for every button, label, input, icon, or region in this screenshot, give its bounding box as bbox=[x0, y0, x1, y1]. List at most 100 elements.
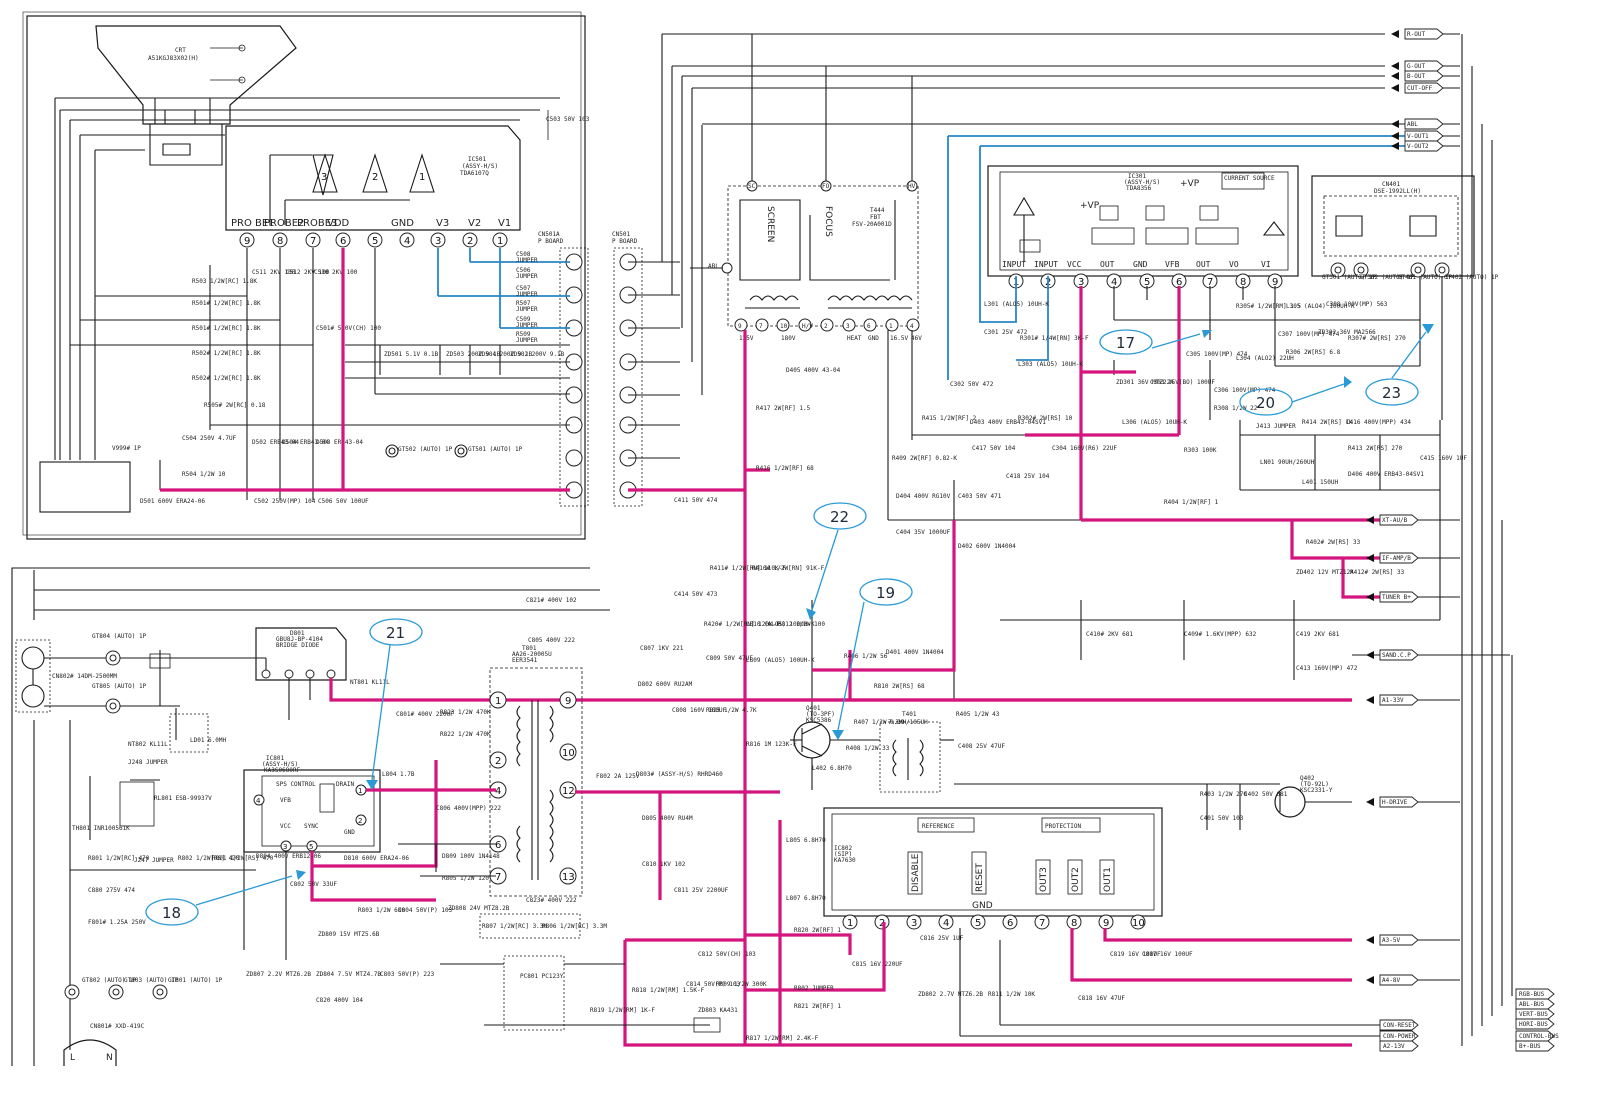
t444-sub: FBT bbox=[870, 214, 881, 221]
svg-text:C812 50V(CH) 103: C812 50V(CH) 103 bbox=[698, 951, 756, 958]
svg-text:N: N bbox=[106, 1053, 113, 1063]
svg-text:GT402 (AUTO) 1P: GT402 (AUTO) 1P bbox=[1444, 274, 1499, 281]
svg-text:R413 2W[RS] 270: R413 2W[RS] 270 bbox=[1348, 445, 1403, 452]
crt-board-wires bbox=[39, 110, 570, 513]
svg-text:ZD301 36V MTZ22A: ZD301 36V MTZ22A bbox=[1116, 379, 1174, 386]
ic802-pin-8 bbox=[1066, 914, 1082, 930]
svg-text:R809 1/2W 300K: R809 1/2W 300K bbox=[716, 981, 767, 988]
svg-text:R501# 1/2W[RC] 1.8K: R501# 1/2W[RC] 1.8K bbox=[192, 325, 261, 332]
b-plus-rail bbox=[743, 330, 770, 1045]
svg-text:5: 5 bbox=[309, 843, 313, 851]
svg-text:R504 1/2W 10: R504 1/2W 10 bbox=[182, 471, 226, 478]
svg-text:C502 250V(MP) 104: C502 250V(MP) 104 bbox=[254, 498, 316, 505]
t801-pin-num-2: 2 bbox=[495, 756, 501, 767]
svg-text:R302# 2W[RS] 10: R302# 2W[RS] 10 bbox=[1018, 415, 1073, 422]
svg-text:+VP: +VP bbox=[1180, 179, 1200, 189]
svg-text:D804 400V ERB12-06: D804 400V ERB12-06 bbox=[256, 853, 321, 860]
svg-text:R403 1/2W 270: R403 1/2W 270 bbox=[1200, 791, 1247, 798]
svg-text:C823# 400V 222: C823# 400V 222 bbox=[526, 897, 577, 904]
svg-text:R408 1/2W 33: R408 1/2W 33 bbox=[846, 745, 890, 752]
svg-text:C802 50V 33UF: C802 50V 33UF bbox=[290, 881, 337, 888]
svg-text:DISABLE: DISABLE bbox=[911, 853, 921, 892]
callout-18: 18 bbox=[145, 870, 306, 926]
svg-text:L807 6.8H70: L807 6.8H70 bbox=[786, 895, 826, 902]
callout-17: 17 bbox=[1099, 329, 1212, 355]
bus-label-0: RGB-BUS bbox=[1519, 991, 1545, 998]
t801-pin-num-13: 13 bbox=[562, 872, 575, 883]
svg-text:J413 JUMPER: J413 JUMPER bbox=[1256, 423, 1296, 430]
bottom-port bbox=[1379, 1040, 1419, 1052]
ic501-pin-4 bbox=[399, 232, 415, 248]
ic301-pin-num-8: 8 bbox=[1240, 277, 1246, 288]
ic301-pin-num-9: 9 bbox=[1272, 277, 1278, 288]
svg-text:JUMPER: JUMPER bbox=[516, 257, 538, 264]
svg-text:R803 1/2W 680: R803 1/2W 680 bbox=[358, 907, 405, 914]
svg-text:IC301: IC301 bbox=[1128, 173, 1146, 180]
svg-text:C418 25V 104: C418 25V 104 bbox=[1006, 473, 1050, 480]
svg-text:D802 600V RU2AM: D802 600V RU2AM bbox=[638, 681, 693, 688]
ic501-pin-name-9: PRO BE1 bbox=[231, 218, 275, 229]
svg-text:SYNC: SYNC bbox=[304, 823, 319, 830]
svg-text:C307 100V(MP) 474: C307 100V(MP) 474 bbox=[1278, 331, 1340, 338]
svg-text:D805 400V RU4M: D805 400V RU4M bbox=[642, 815, 693, 822]
svg-text:GND: GND bbox=[344, 829, 355, 836]
svg-text:VFB: VFB bbox=[280, 797, 291, 804]
lower-component-labels: C821# 400V 102 C805 400V 222 C807 1KV 22… bbox=[72, 597, 1193, 1042]
svg-text:22: 22 bbox=[830, 508, 849, 526]
ic501-block: 3 2 1 IC501 (ASSY-H/S) TDA6107Q bbox=[225, 125, 521, 231]
svg-text:L304 (ALO2) 22UH: L304 (ALO2) 22UH bbox=[1236, 355, 1294, 362]
bottom-signal-2: A2-13V bbox=[1383, 1043, 1405, 1050]
bottom-signal-1: CON-POWER bbox=[1383, 1033, 1416, 1040]
svg-text:R806 1/2W[RC] 3.3M: R806 1/2W[RC] 3.3M bbox=[542, 923, 607, 930]
bus-label-3: HORI-BUS bbox=[1519, 1021, 1548, 1028]
svg-text:R822 1/2W 470K: R822 1/2W 470K bbox=[440, 731, 491, 738]
t444-pin-num-4: 2 bbox=[824, 323, 828, 330]
t444-pin-volt-8: 46V bbox=[911, 335, 922, 342]
svg-text:D401 400V 1N4004: D401 400V 1N4004 bbox=[886, 649, 944, 656]
ic501-pin-name-7: PROBE3 bbox=[297, 218, 337, 229]
ic301-pin-name-4: OUT bbox=[1100, 260, 1115, 269]
signal-port bbox=[1379, 649, 1419, 661]
signal-label-11: A1-33V bbox=[1382, 697, 1404, 704]
svg-text:R812 1/2W 100: R812 1/2W 100 bbox=[778, 621, 825, 628]
svg-text:R502# 1/2W[RC] 1.8K: R502# 1/2W[RC] 1.8K bbox=[192, 375, 261, 382]
svg-text:R303 100K: R303 100K bbox=[1184, 447, 1217, 454]
ic802-pin-6 bbox=[1002, 914, 1018, 930]
t801-pin-2 bbox=[489, 751, 507, 769]
ic802-pin-num-5: 5 bbox=[975, 918, 981, 929]
ic802-pin-5 bbox=[970, 914, 986, 930]
svg-text:L301 (ALO5) 10UH-K: L301 (ALO5) 10UH-K bbox=[984, 301, 1049, 308]
t801-pin-10 bbox=[559, 743, 577, 761]
secondary-rail-b bbox=[623, 938, 745, 1047]
cn501a-socket bbox=[565, 449, 583, 467]
t444-pin-6 bbox=[863, 318, 877, 332]
callout-20: 20 bbox=[1239, 376, 1352, 416]
signal-label-8: IF-AMP/B bbox=[1382, 555, 1411, 562]
svg-text:R805 1/2W 120: R805 1/2W 120 bbox=[442, 875, 489, 882]
svg-text:NT801 KL11L: NT801 KL11L bbox=[350, 679, 390, 686]
svg-text:R802 1/2W[RS] 470: R802 1/2W[RS] 470 bbox=[178, 855, 240, 862]
t444-pin-num-3: H/V bbox=[802, 323, 813, 330]
vout2-line bbox=[979, 145, 1420, 361]
cn501-connector: CN501 P BOARD bbox=[612, 231, 643, 507]
svg-text:C880 275V 474: C880 275V 474 bbox=[88, 887, 135, 894]
svg-text:VCC: VCC bbox=[280, 823, 291, 830]
svg-text:C415 160V 1UF: C415 160V 1UF bbox=[1420, 455, 1467, 462]
ic301-pin-name-8: VO bbox=[1229, 260, 1239, 269]
ic501-pin-name-2: V2 bbox=[468, 218, 481, 229]
signal-arrow bbox=[1366, 651, 1374, 659]
svg-text:D803# (ASSY-H/S) RHRD460: D803# (ASSY-H/S) RHRD460 bbox=[636, 771, 723, 778]
signal-label-2: B-OUT bbox=[1407, 73, 1425, 80]
svg-text:TDA8356: TDA8356 bbox=[1126, 185, 1152, 192]
svg-text:C302 50V 472: C302 50V 472 bbox=[950, 381, 994, 388]
svg-text:C820 400V 104: C820 400V 104 bbox=[316, 997, 363, 1004]
ic301-pin-name-2: INPUT bbox=[1034, 260, 1058, 269]
svg-text:ZD501 5.1V 0.1B: ZD501 5.1V 0.1B bbox=[384, 351, 439, 358]
svg-text:R502# 1/2W[RC] 1.8K: R502# 1/2W[RC] 1.8K bbox=[192, 350, 261, 357]
signal-arrow bbox=[1391, 62, 1399, 70]
svg-text:NT802 KL11L: NT802 KL11L bbox=[128, 741, 168, 748]
svg-text:TH801 INR100561K: TH801 INR100561K bbox=[72, 825, 130, 832]
crt-board bbox=[22, 11, 586, 540]
ic501-pin-2 bbox=[462, 232, 478, 248]
svg-text:C805 400V 222: C805 400V 222 bbox=[528, 637, 575, 644]
